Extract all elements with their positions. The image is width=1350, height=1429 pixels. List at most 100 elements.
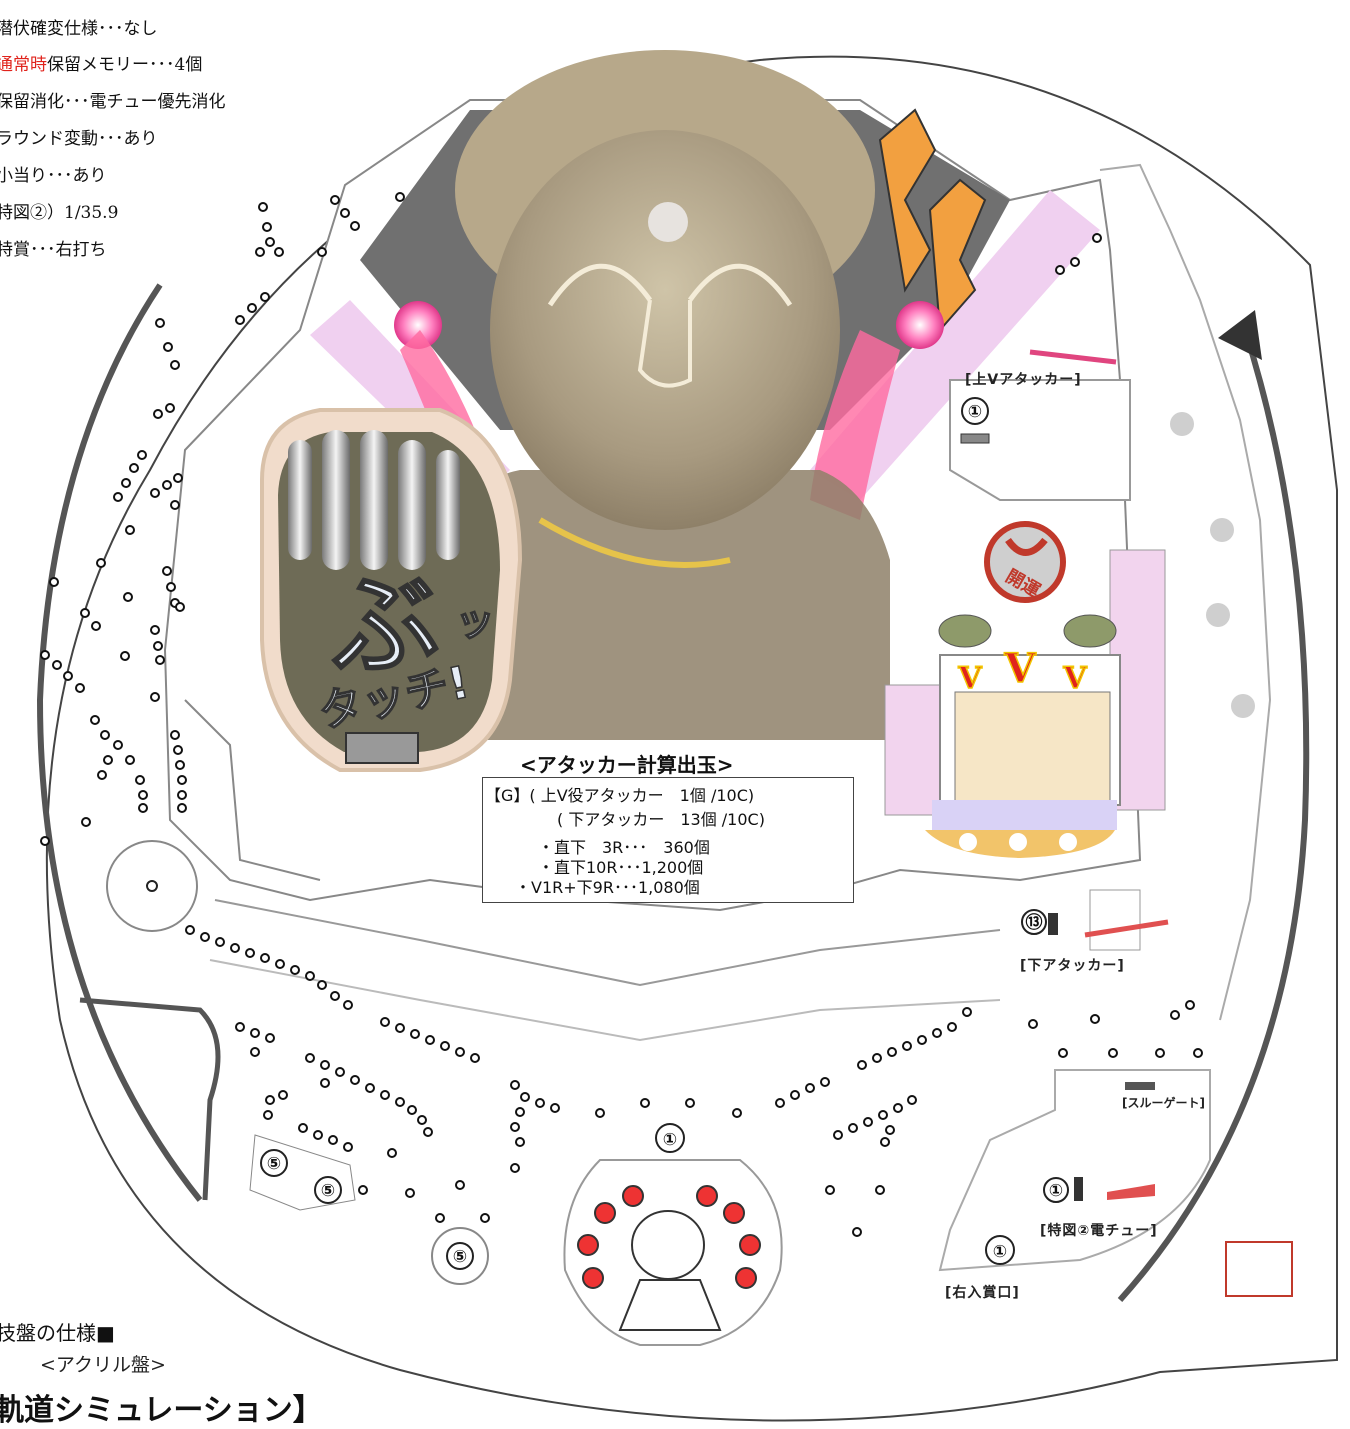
pink-lamp-right	[896, 301, 944, 349]
right-lane	[938, 1069, 1211, 1272]
label-lower-attacker: [下アタッカー]	[1020, 958, 1125, 974]
lower-attacker-slot	[1048, 913, 1058, 935]
footer-simulation-title: 軌道シミュレーション】	[0, 1393, 323, 1428]
buddha-brow	[547, 263, 793, 307]
label-denchu: [特図②電チュー]	[1040, 1223, 1158, 1239]
spec-line-5: 小当り･･･あり	[0, 166, 107, 186]
label-right-entry: [右入賞口]	[945, 1285, 1020, 1301]
right-rail-wedge	[1218, 310, 1262, 360]
spec-line-2-red: 通常時	[0, 55, 47, 75]
left-windmill-pin	[146, 880, 158, 892]
kaiun-crescent	[1005, 537, 1048, 556]
lower-rail-line	[214, 899, 1001, 987]
denchu-slot	[1074, 1177, 1083, 1201]
purple-ray-right	[810, 190, 1100, 500]
right-rail	[1117, 329, 1310, 1302]
center-buddha-head	[631, 1210, 705, 1280]
spec-line-4: ラウンド変動･･･あり	[0, 129, 158, 149]
green-hand-left	[938, 614, 992, 648]
jewel-5	[577, 1234, 599, 1256]
through-gate-slot	[1125, 1082, 1155, 1090]
right-lamp-1	[1170, 412, 1194, 436]
payout-denchu: ①	[1049, 1181, 1063, 1201]
right-lamp-4	[1231, 694, 1255, 718]
denchu-bar	[1107, 1184, 1155, 1200]
attacker-calc-title: <アタッカー計算出玉>	[520, 753, 734, 777]
pocket-upper-v	[961, 397, 989, 425]
attacker-calc-line-4: ・直下10R･･･1,200個	[538, 858, 704, 877]
right-wall	[1099, 163, 1272, 1021]
spec-line-3: 保留消化･･･電チュー優先消化	[0, 92, 226, 112]
buddha-urna	[648, 202, 688, 242]
finger-4	[398, 440, 426, 570]
stage-line	[184, 699, 321, 881]
payout-left-c: ⑤	[453, 1247, 467, 1267]
finger-5	[436, 450, 460, 560]
jewel-2	[622, 1185, 644, 1207]
upper-v-slot	[960, 433, 990, 444]
spec-line-2: 通常時保留メモリー･･･4個	[0, 50, 202, 75]
jewel-4	[723, 1202, 745, 1224]
pocket-center	[655, 1123, 685, 1153]
payout-left-a: ⑤	[267, 1154, 281, 1174]
v-area-cream	[954, 691, 1111, 803]
buddha-face	[490, 130, 840, 530]
jewel-7	[582, 1267, 604, 1289]
buddha-nose	[637, 299, 692, 388]
v-mark-2: V	[1003, 645, 1036, 692]
center-buddha-body	[618, 1279, 722, 1331]
jewel-1	[594, 1202, 616, 1224]
lower-attacker-bar	[1084, 919, 1169, 938]
spec-line-2-rest: 保留メモリー･･･4個	[47, 55, 203, 75]
footer-spec-title: 技盤の仕様■	[0, 1321, 115, 1345]
pocket-right-entry	[985, 1235, 1015, 1265]
outer-frame	[45, 55, 1338, 1422]
payout-lower: ⑬	[1026, 912, 1043, 933]
pocket-lower	[1021, 909, 1047, 935]
right-lamp-2	[1210, 518, 1234, 542]
v-lamp-2	[1009, 833, 1027, 851]
jewel-6	[739, 1234, 761, 1256]
payout-upper-v: ①	[968, 402, 982, 422]
v-mark-1: V	[957, 661, 982, 696]
pocket-left-c	[446, 1242, 474, 1270]
v-lamp-1	[959, 833, 977, 851]
buddha-necklace	[538, 517, 731, 568]
payout-right-entry: ①	[993, 1242, 1007, 1262]
label-upper-v-attacker: [上Vアタッカー]	[965, 372, 1082, 388]
pocket-left-b	[314, 1176, 342, 1204]
payout-left-b: ⑤	[321, 1181, 335, 1201]
finger-1	[288, 440, 312, 560]
left-guide	[79, 997, 221, 1201]
spec-line-7: 特賞･･･右打ち	[0, 240, 107, 260]
out-tray	[1225, 1241, 1293, 1297]
attacker-calc-box: 【G】( 上V役アタッカー 1個 /10C) ( 下アタッカー 13個 /10C…	[482, 777, 854, 903]
right-lamp-3	[1206, 603, 1230, 627]
footer-acrylic: <アクリル盤>	[40, 1354, 166, 1376]
label-through-gate: [スルーゲート]	[1122, 1096, 1205, 1110]
hand-text-big: ぶ	[319, 553, 447, 695]
lower-attacker-box	[1089, 889, 1141, 951]
pocket-denchu	[1043, 1177, 1069, 1203]
lower-rail-line-2	[209, 959, 1001, 1042]
pink-sleeve-right	[810, 330, 900, 520]
jewel-3	[696, 1185, 718, 1207]
hand-text-small: ッ	[455, 599, 495, 645]
v-area-lavender	[932, 800, 1117, 830]
hand-lamp	[345, 732, 419, 764]
orange-bolt-1	[878, 108, 937, 293]
jewel-8	[735, 1267, 757, 1289]
v-lamp-3	[1059, 833, 1077, 851]
pins	[40, 192, 1203, 1237]
finger-3	[360, 430, 388, 570]
pocket-badges	[260, 397, 1069, 1270]
v-mark-3: V	[1062, 661, 1087, 696]
upper-v-attacker-lane	[949, 379, 1131, 501]
green-hand-right	[1063, 614, 1117, 648]
left-rail	[36, 283, 203, 1202]
upper-v-attacker-bar	[1029, 349, 1117, 365]
spec-line-6: 特図②）1/35.9	[0, 203, 119, 223]
attacker-calc-line-3: ・直下 3R･･･ 360個	[538, 838, 710, 857]
pocket-left-a	[260, 1149, 288, 1177]
